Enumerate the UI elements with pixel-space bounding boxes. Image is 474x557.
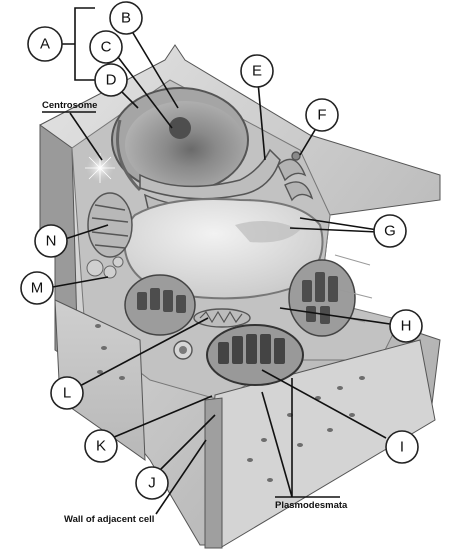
chloroplast-right [288,259,356,337]
cell-wall-thickness [204,397,223,549]
callout-e: E [240,54,274,88]
nucleus [111,87,249,193]
svg-text:I: I [400,439,404,456]
svg-text:M: M [31,280,44,297]
callout-h: H [389,309,423,343]
callout-l: L [50,376,84,410]
cell-wall-front-left [54,299,146,461]
mitochondrion-upper [87,192,133,258]
svg-text:D: D [106,72,117,89]
bracket-a [62,7,95,81]
svg-text:H: H [401,318,412,335]
mitochondrion-lower [193,308,251,328]
chloroplast-left [124,274,196,336]
callout-d: D [94,63,128,97]
svg-text:A: A [40,36,50,53]
svg-text:B: B [121,10,131,27]
callout-g: G [373,214,407,248]
callout-j: J [135,466,169,500]
golgi-apparatus [277,151,314,202]
callout-c: C [89,30,123,64]
callout-f: F [305,98,339,132]
wall-of-adjacent-cell-label: Wall of adjacent cell [64,514,154,525]
plasmodesmata-label: Plasmodesmata [275,500,348,511]
svg-text:C: C [101,39,112,56]
callout-a: A [27,26,63,62]
callout-k: K [84,429,118,463]
svg-text:K: K [96,438,106,455]
callout-b: B [109,1,143,35]
svg-text:E: E [252,63,262,80]
svg-text:F: F [317,107,326,124]
callout-m: M [20,271,54,305]
nucleolus [169,117,191,139]
chloroplast-front [206,324,304,386]
svg-text:G: G [384,223,396,240]
callout-i: I [385,430,419,464]
vesicles [86,256,124,279]
svg-text:J: J [148,475,156,492]
svg-text:N: N [46,233,57,250]
centrosome-label: Centrosome [42,100,97,111]
svg-text:L: L [63,385,71,402]
callout-n: N [34,224,68,258]
leader-lines [46,27,391,515]
